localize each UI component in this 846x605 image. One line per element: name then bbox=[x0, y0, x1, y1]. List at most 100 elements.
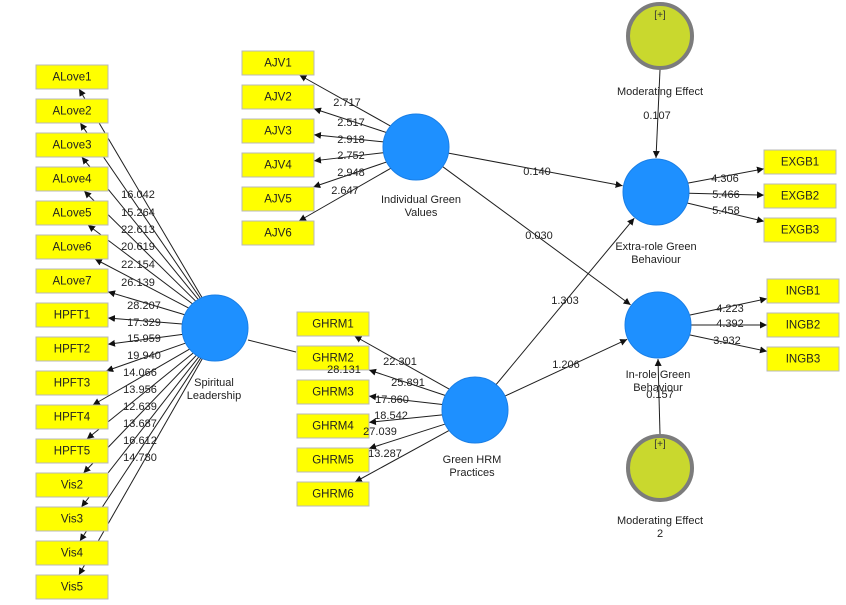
latent-circle[interactable] bbox=[441, 376, 509, 444]
latent-green-hrm-practices[interactable] bbox=[441, 376, 509, 444]
indicator-ajv2[interactable]: AJV2 bbox=[241, 84, 315, 110]
outer-weight-sl-1: 16.042 bbox=[121, 189, 155, 201]
indicator-exgb3[interactable]: EXGB3 bbox=[763, 217, 837, 243]
indicator-box[interactable] bbox=[766, 278, 840, 304]
indicator-ghrm4[interactable]: GHRM4 bbox=[296, 413, 370, 439]
latent-in-role-green-behaviour[interactable] bbox=[624, 291, 692, 359]
indicator-vis3[interactable]: Vis3 bbox=[35, 506, 109, 532]
indicator-box[interactable] bbox=[35, 472, 109, 498]
latent-circle[interactable] bbox=[622, 158, 690, 226]
indicator-exgb1[interactable]: EXGB1 bbox=[763, 149, 837, 175]
indicator-hpft4[interactable]: HPFT4 bbox=[35, 404, 109, 430]
indicator-label: AJV5 bbox=[264, 194, 292, 206]
indicator-box[interactable] bbox=[296, 413, 370, 439]
indicator-box[interactable] bbox=[35, 64, 109, 90]
latent-circle[interactable] bbox=[181, 294, 249, 362]
indicator-box[interactable] bbox=[241, 220, 315, 246]
indicator-box[interactable] bbox=[35, 200, 109, 226]
latent-extra-role-green-behaviour[interactable] bbox=[622, 158, 690, 226]
indicator-hpft5[interactable]: HPFT5 bbox=[35, 438, 109, 464]
outer-arrow-exgb1 bbox=[687, 166, 765, 184]
indicator-box[interactable] bbox=[35, 98, 109, 124]
indicator-box[interactable] bbox=[35, 540, 109, 566]
indicator-label: ALove6 bbox=[52, 242, 91, 254]
indicator-alove1[interactable]: ALove1 bbox=[35, 64, 109, 90]
moderator-moderating-effect[interactable]: [+] bbox=[626, 2, 694, 70]
indicator-box[interactable] bbox=[35, 132, 109, 158]
indicator-alove3[interactable]: ALove3 bbox=[35, 132, 109, 158]
indicator-ghrm1[interactable]: GHRM1 bbox=[296, 311, 370, 337]
indicator-ajv5[interactable]: AJV5 bbox=[241, 186, 315, 212]
indicator-box[interactable] bbox=[296, 481, 370, 507]
indicator-box[interactable] bbox=[766, 312, 840, 338]
indicator-alove5[interactable]: ALove5 bbox=[35, 200, 109, 226]
outer-weight-sl-4: 20.619 bbox=[121, 241, 155, 253]
indicator-ajv6[interactable]: AJV6 bbox=[241, 220, 315, 246]
latent-name-line: Values bbox=[405, 207, 438, 219]
latent-individual-green-values[interactable] bbox=[382, 113, 450, 181]
indicator-label: EXGB2 bbox=[781, 191, 819, 203]
latent-name-line: Individual Green bbox=[381, 194, 461, 206]
indicator-ajv3[interactable]: AJV3 bbox=[241, 118, 315, 144]
indicator-ghrm3[interactable]: GHRM3 bbox=[296, 379, 370, 405]
indicator-vis4[interactable]: Vis4 bbox=[35, 540, 109, 566]
indicator-box[interactable] bbox=[241, 152, 315, 178]
latent-spiritual-leadership[interactable] bbox=[181, 294, 249, 362]
indicator-alove4[interactable]: ALove4 bbox=[35, 166, 109, 192]
moderator-moderating-effect-2[interactable]: [+] bbox=[626, 434, 694, 502]
indicator-box[interactable] bbox=[35, 404, 109, 430]
indicator-box[interactable] bbox=[241, 50, 315, 76]
outer-weight-hrm-1: 22.301 bbox=[383, 356, 417, 368]
indicator-box[interactable] bbox=[766, 346, 840, 372]
moderator-circle[interactable] bbox=[626, 434, 694, 502]
indicator-box[interactable] bbox=[296, 311, 370, 337]
outer-arrow-ghrm1 bbox=[354, 335, 450, 390]
indicator-exgb2[interactable]: EXGB2 bbox=[763, 183, 837, 209]
indicator-box[interactable] bbox=[35, 506, 109, 532]
indicator-box[interactable] bbox=[241, 186, 315, 212]
outer-weight-ex-2: 5.466 bbox=[712, 189, 740, 201]
outer-arrow-exgb3 bbox=[687, 202, 765, 224]
latent-circle[interactable] bbox=[624, 291, 692, 359]
indicator-box[interactable] bbox=[35, 302, 109, 328]
indicator-label: HPFT4 bbox=[54, 412, 91, 424]
indicator-alove6[interactable]: ALove6 bbox=[35, 234, 109, 260]
latent-circle[interactable] bbox=[382, 113, 450, 181]
indicator-box[interactable] bbox=[241, 118, 315, 144]
indicator-box[interactable] bbox=[35, 336, 109, 362]
expand-icon[interactable]: [+] bbox=[654, 439, 666, 450]
indicator-ingb1[interactable]: INGB1 bbox=[766, 278, 840, 304]
indicator-vis2[interactable]: Vis2 bbox=[35, 472, 109, 498]
moderator-name-line: 2 bbox=[657, 528, 663, 540]
expand-icon[interactable]: [+] bbox=[654, 10, 666, 21]
indicator-ajv1[interactable]: AJV1 bbox=[241, 50, 315, 76]
indicator-alove7[interactable]: ALove7 bbox=[35, 268, 109, 294]
indicator-ajv4[interactable]: AJV4 bbox=[241, 152, 315, 178]
indicator-box[interactable] bbox=[35, 268, 109, 294]
indicator-box[interactable] bbox=[763, 149, 837, 175]
moderator-circle[interactable] bbox=[626, 2, 694, 70]
outer-weight-ex-3: 5.458 bbox=[712, 205, 740, 217]
indicator-box[interactable] bbox=[296, 447, 370, 473]
path-coefficient-igv-in: 0.030 bbox=[525, 230, 553, 242]
indicator-box[interactable] bbox=[35, 234, 109, 260]
indicator-box[interactable] bbox=[35, 370, 109, 396]
indicator-ghrm5[interactable]: GHRM5 bbox=[296, 447, 370, 473]
indicator-box[interactable] bbox=[35, 438, 109, 464]
indicator-box[interactable] bbox=[35, 574, 109, 600]
indicator-box[interactable] bbox=[296, 379, 370, 405]
indicator-ingb2[interactable]: INGB2 bbox=[766, 312, 840, 338]
indicator-hpft3[interactable]: HPFT3 bbox=[35, 370, 109, 396]
indicator-box[interactable] bbox=[763, 183, 837, 209]
indicator-box[interactable] bbox=[241, 84, 315, 110]
indicator-alove2[interactable]: ALove2 bbox=[35, 98, 109, 124]
indicator-box[interactable] bbox=[35, 166, 109, 192]
indicator-box[interactable] bbox=[763, 217, 837, 243]
indicator-vis5[interactable]: Vis5 bbox=[35, 574, 109, 600]
indicator-ghrm2[interactable]: GHRM2 bbox=[296, 345, 370, 371]
indicator-ingb3[interactable]: INGB3 bbox=[766, 346, 840, 372]
indicator-ghrm6[interactable]: GHRM6 bbox=[296, 481, 370, 507]
indicator-hpft1[interactable]: HPFT1 bbox=[35, 302, 109, 328]
indicator-hpft2[interactable]: HPFT2 bbox=[35, 336, 109, 362]
indicator-box[interactable] bbox=[296, 345, 370, 371]
